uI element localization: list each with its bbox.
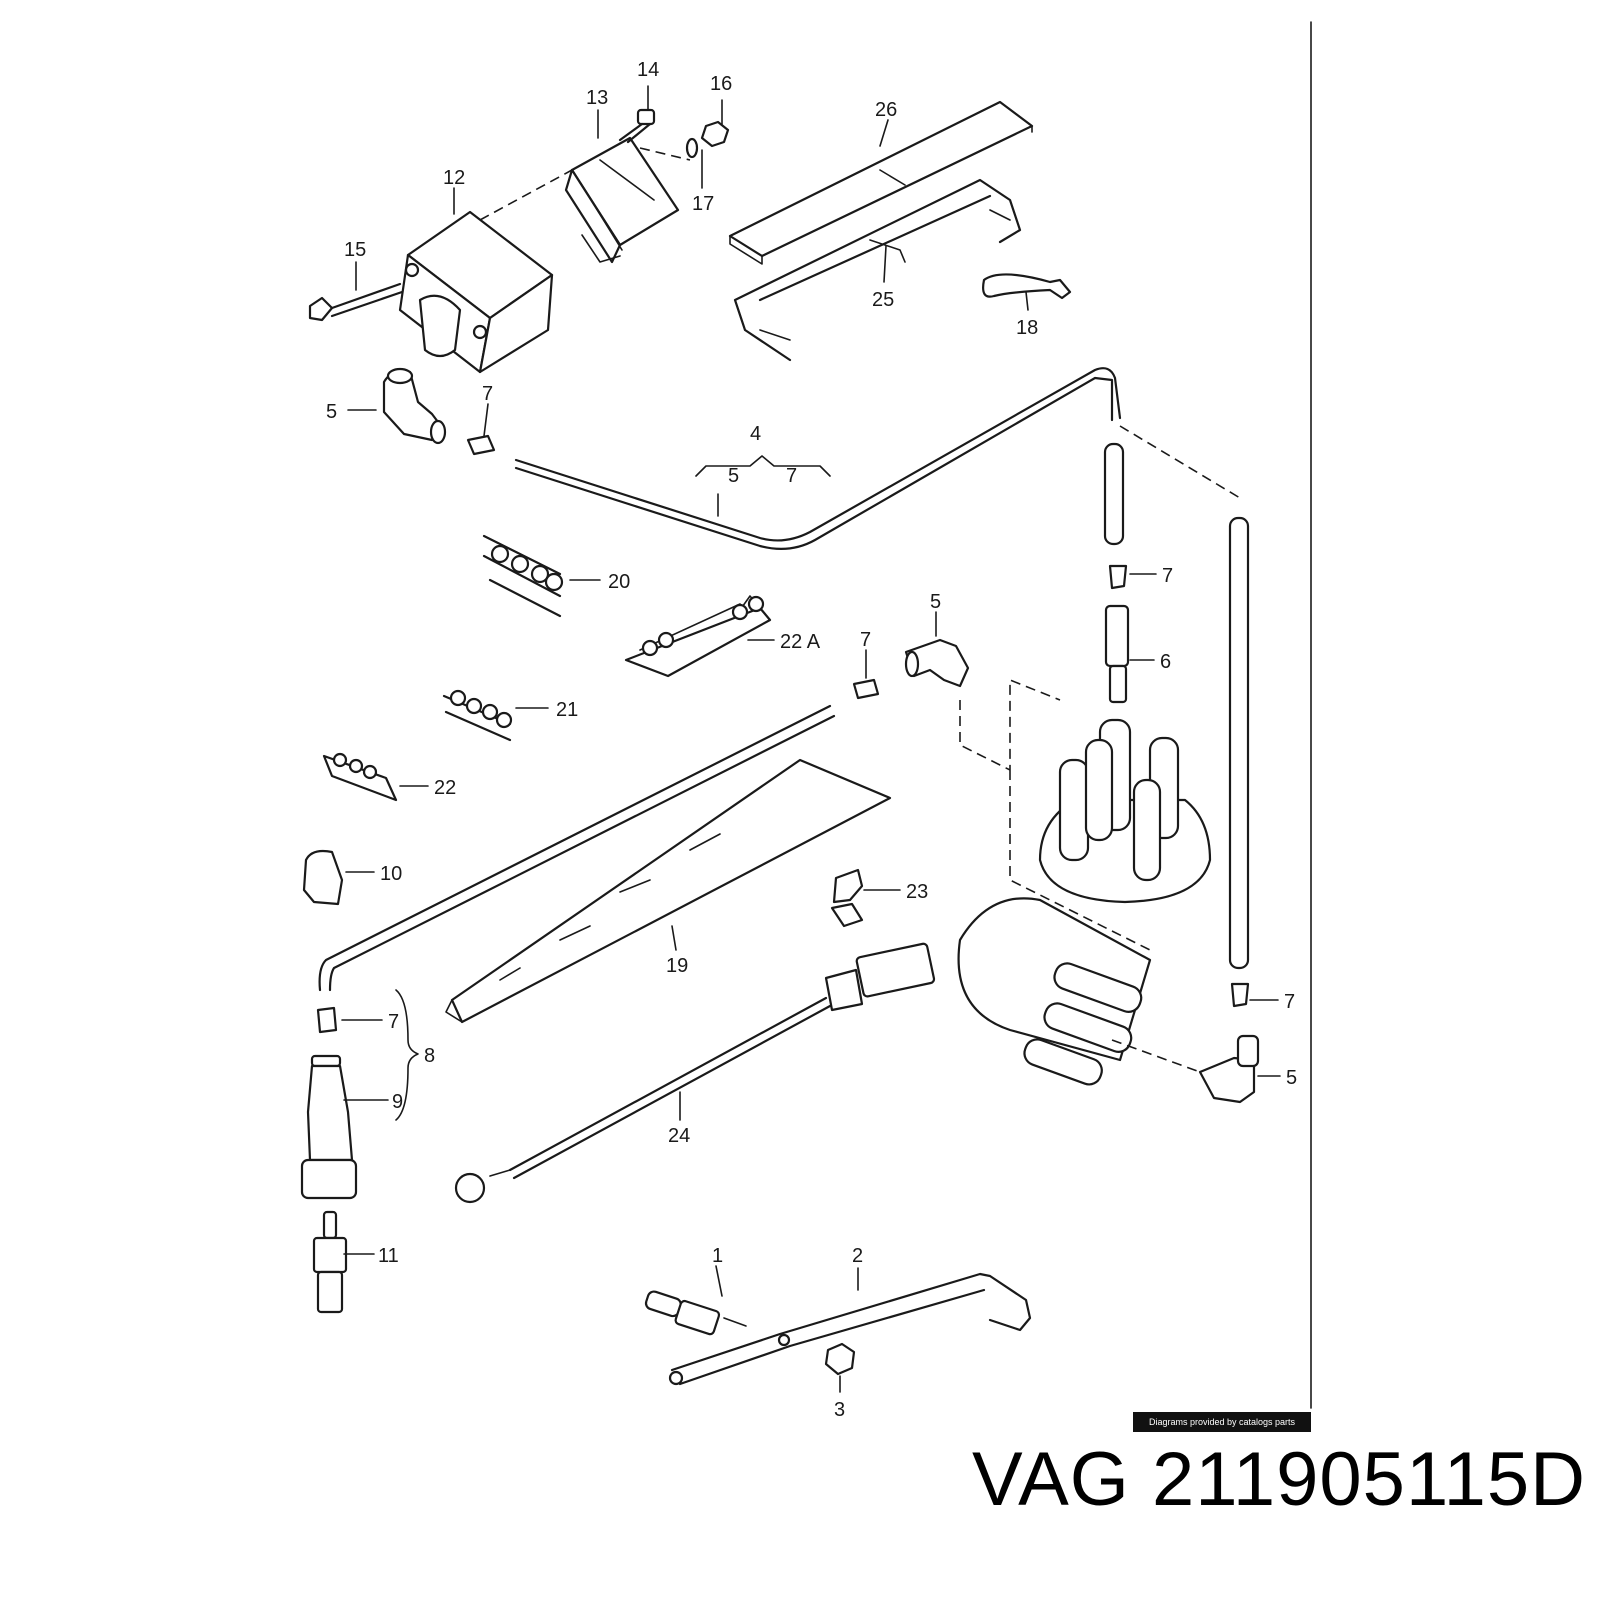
callout-label: 1 <box>712 1245 723 1267</box>
callout-label: 4 <box>750 423 761 445</box>
ignition-coil-part <box>398 210 554 374</box>
bolt-part <box>308 282 404 322</box>
sensor-lead-part <box>454 942 936 1204</box>
nut-part <box>824 1342 856 1376</box>
callout-label: 7 <box>786 465 797 487</box>
distributor-cap-part <box>1038 718 1212 904</box>
callout-label: 19 <box>666 955 688 977</box>
callout-label: 5 <box>1286 1067 1297 1089</box>
callout-brace <box>695 455 831 477</box>
ignition-lead-part <box>328 714 836 992</box>
wire-holder-part <box>482 534 564 618</box>
callout-label: 24 <box>668 1125 690 1147</box>
long-lead-part <box>1228 516 1250 970</box>
callout-label: 6 <box>1160 651 1171 673</box>
control-module-part <box>564 136 680 264</box>
callout-label: 8 <box>424 1045 435 1067</box>
callout-label: 22 A <box>780 631 821 653</box>
shield-plate-part <box>445 758 892 1024</box>
callout-label: 18 <box>1016 317 1038 339</box>
diagram-credit: Diagrams provided by catalogs parts <box>1133 1412 1311 1432</box>
strap-part <box>982 273 1072 300</box>
sleeve-part <box>466 434 496 456</box>
callout-label: 2 <box>852 1245 863 1267</box>
callout-label: 13 <box>586 87 608 109</box>
part-number-title: VAG 211905115D <box>972 1437 1586 1522</box>
callout-label: 12 <box>443 167 465 189</box>
callout-label: 5 <box>326 401 337 423</box>
ignition-lead-part <box>514 376 1114 551</box>
assembly-dash-line <box>1119 425 1241 499</box>
assembly-dash-line <box>479 169 573 221</box>
callout-label: 7 <box>1284 991 1295 1013</box>
callout-label: 7 <box>1162 565 1173 587</box>
ignition-lead-part <box>318 704 832 992</box>
callout-label: 23 <box>906 881 928 903</box>
leader-lines <box>341 85 1281 1393</box>
callout-label: 22 <box>434 777 456 799</box>
assembly-dash-line <box>959 678 1151 951</box>
temperature-sensor-part <box>644 1290 747 1336</box>
sleeve-part <box>852 678 880 700</box>
sleeve-part <box>1230 982 1250 1008</box>
washer-part <box>685 137 699 159</box>
callout-label: 20 <box>608 571 630 593</box>
callout-label: 14 <box>637 59 659 81</box>
wire-holder-strip-part <box>624 595 772 678</box>
callout-label: 3 <box>834 1399 845 1421</box>
callout-label: 10 <box>380 863 402 885</box>
callout-label: 5 <box>728 465 739 487</box>
spark-plug-connector-part <box>904 638 970 688</box>
callout-label: 11 <box>378 1245 399 1267</box>
spark-plug-connector-part <box>382 367 447 445</box>
callout-label: 25 <box>872 289 894 311</box>
holder-clip-part <box>302 849 344 906</box>
callout-label: 21 <box>556 699 578 721</box>
callout-label: 17 <box>692 193 714 215</box>
distributor-cap-tilted-part <box>957 897 1152 1086</box>
sleeve-part <box>316 1006 338 1034</box>
callout-brace <box>395 989 419 1121</box>
bracket-strap-part <box>668 1272 1032 1386</box>
sleeve-part <box>1108 564 1128 590</box>
callout-label: 15 <box>344 239 366 261</box>
cover-part <box>728 100 1034 265</box>
nut-part <box>700 120 730 148</box>
callout-label: 5 <box>930 591 941 613</box>
ignition-lead-part <box>514 367 1122 542</box>
spark-plug-part <box>312 1210 348 1314</box>
callout-labels: 14 16 13 26 12 17 15 25 18 5 7 4 5 7 20 … <box>326 59 1297 1421</box>
callout-label: 16 <box>710 73 732 95</box>
wire-clip-part <box>322 752 398 802</box>
screw-part <box>618 108 656 144</box>
callout-label: 7 <box>860 629 871 651</box>
assembly-dash-line <box>639 147 691 161</box>
clip-part <box>830 868 864 928</box>
lead-segment-part <box>1103 442 1125 546</box>
spark-plug-connector-part <box>1198 1034 1260 1104</box>
callout-label: 7 <box>388 1011 399 1033</box>
wire-clip-part <box>442 689 513 742</box>
callout-label: 7 <box>482 383 493 405</box>
plug-connector-part <box>300 1054 358 1200</box>
callout-label: 26 <box>875 99 897 121</box>
suppressor-part <box>1104 604 1130 704</box>
callout-label: 9 <box>392 1091 403 1113</box>
bracket-part <box>733 178 1022 362</box>
